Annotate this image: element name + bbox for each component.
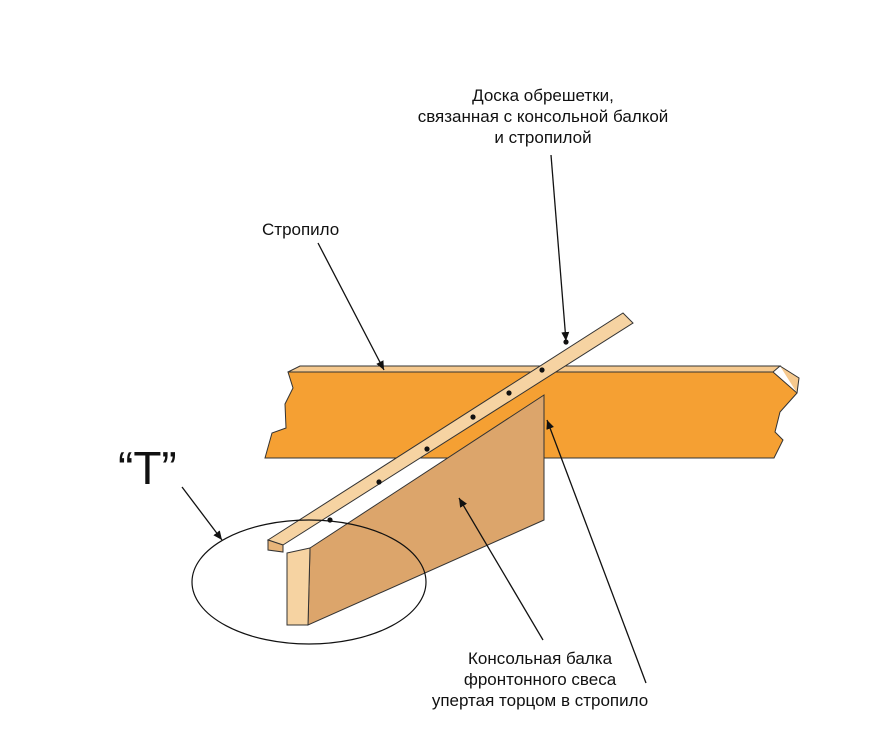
label-cantilever-line-3: упертая торцом в стропило [431, 691, 649, 710]
label-batten-board-line-3: и стропилой [494, 128, 592, 147]
label-batten-board: Доска обрешетки, связанная с консольной … [388, 85, 698, 148]
label-cantilever-beam: Консольная балка фронтонного свеса уперт… [405, 648, 675, 711]
leader-t [181, 486, 223, 541]
label-batten-board-line-1: Доска обрешетки, [472, 86, 614, 105]
leader-lines [181, 154, 647, 684]
batten-board-edge [267, 539, 284, 553]
nail-hole [470, 414, 476, 420]
cantilever-beam-end [286, 547, 311, 626]
nail-hole [506, 390, 512, 396]
leader-beam [458, 497, 544, 641]
label-rafter: Стропило [262, 220, 340, 239]
leader-rafter [317, 242, 385, 371]
label-cantilever-line-2: фронтонного свеса [463, 670, 617, 689]
label-cantilever-line-1: Консольная балка [467, 649, 613, 668]
leader-beam-end [546, 419, 647, 684]
rafter-end-detail [779, 365, 800, 394]
nail-hole [424, 446, 430, 452]
nail-hole [376, 479, 382, 485]
nail-hole [327, 517, 333, 523]
detail-mark-t: “T” [118, 442, 177, 494]
detail-ellipse [191, 519, 427, 645]
leader-board [550, 154, 570, 342]
nail-hole [539, 367, 545, 373]
label-batten-board-line-2: связанная с консольной балкой [417, 107, 669, 126]
cantilever-beam [286, 394, 545, 626]
